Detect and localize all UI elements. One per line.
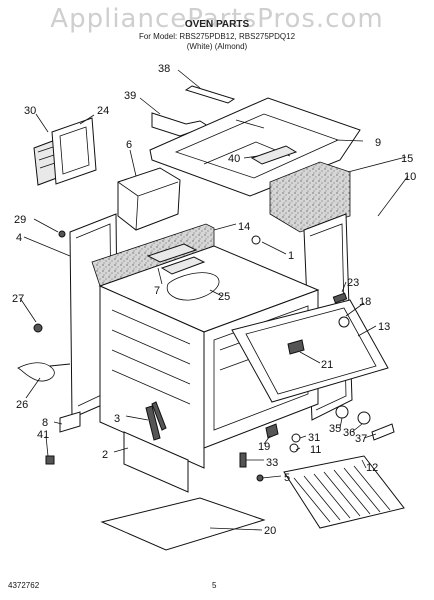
callout-14: 14: [238, 221, 250, 233]
part-33-latch: [239, 452, 247, 468]
watermark: AppliancePartsPros.com: [50, 4, 383, 34]
part-11-spring: [289, 443, 299, 453]
callout-15: 15: [401, 153, 413, 165]
callout-2: 2: [102, 449, 108, 461]
callout-27: 27: [12, 293, 24, 305]
callout-33: 33: [266, 457, 278, 469]
part-12-oven-rack: [283, 455, 405, 529]
part-18-thermostat-knob: [338, 316, 350, 328]
part-38-top-bracket: [184, 85, 236, 104]
leader-lines: [19, 69, 409, 531]
part-29-screw: [58, 230, 66, 238]
part-26-power-cord: [17, 362, 71, 382]
part-24-bracket-panel: [51, 117, 97, 185]
part-20-bottom-panel: [100, 497, 266, 551]
part-25-bake-element: [166, 272, 220, 301]
colors-line: (White) (Almond): [187, 42, 248, 51]
part-8-bracket: [59, 411, 81, 433]
part-6-vent-duct: [117, 167, 181, 231]
callout-5: 5: [284, 472, 290, 484]
callout-9: 9: [375, 137, 381, 149]
callout-6: 6: [126, 139, 132, 151]
part-1-lamp-socket: [251, 235, 261, 245]
callout-8: 8: [42, 417, 48, 429]
callout-20: 20: [264, 525, 276, 537]
callout-12: 12: [366, 462, 378, 474]
callout-30: 30: [24, 105, 36, 117]
callout-3: 3: [114, 413, 120, 425]
part-37-knob-shaft: [371, 423, 395, 441]
callout-39: 39: [124, 90, 136, 102]
part-40-vent-plate: [250, 145, 298, 165]
part-23-screw: [332, 292, 348, 304]
part-2-toe-kick: [123, 431, 189, 493]
part-41-clip: [45, 455, 55, 465]
callout-26: 26: [16, 399, 28, 411]
callout-19: 19: [258, 441, 270, 453]
part-15-insulation: [269, 161, 351, 233]
page-number: 5: [212, 581, 217, 590]
callout-1: 1: [288, 250, 294, 262]
part-13-oven-door-panel: [231, 299, 389, 403]
models-line: For Model: RBS275PDB12, RBS275PDQ12: [139, 32, 296, 41]
callout-21: 21: [321, 359, 333, 371]
callout-37: 37: [355, 433, 367, 445]
callout-7: 7: [154, 285, 160, 297]
callout-10: 10: [404, 171, 416, 183]
callout-13: 13: [378, 321, 390, 333]
callout-40: 40: [228, 153, 240, 165]
part-3-door-hinge: [145, 401, 167, 441]
part-35-knob: [335, 405, 349, 419]
doc-number: 4372762: [8, 581, 40, 590]
part-21-door-seal-clip: [287, 339, 305, 355]
callout-38: 38: [158, 63, 170, 75]
callout-11: 11: [310, 444, 321, 456]
part-31-lock-screw: [291, 433, 301, 443]
callout-41: 41: [37, 429, 49, 441]
callout-4: 4: [16, 232, 22, 244]
callout-31: 31: [308, 432, 320, 444]
part-7-broil-element: [146, 243, 206, 275]
callout-24: 24: [97, 105, 109, 117]
callout-23: 23: [347, 277, 359, 289]
callout-29: 29: [14, 214, 26, 226]
callout-25: 25: [218, 291, 230, 303]
callout-35: 35: [329, 423, 341, 435]
part-36-knob: [357, 411, 371, 425]
part-27-grommet: [33, 323, 43, 333]
part-19-door-switch: [265, 423, 279, 439]
callout-36: 36: [343, 427, 355, 439]
diagram-title: OVEN PARTS: [185, 19, 250, 30]
callout-18: 18: [359, 296, 371, 308]
